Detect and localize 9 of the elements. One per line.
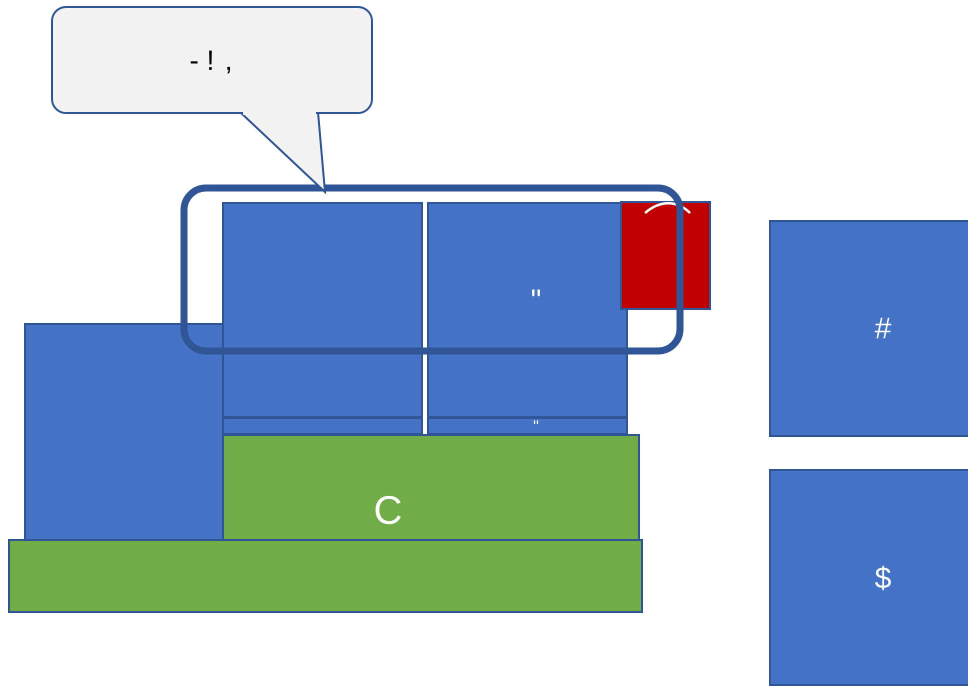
block (620, 201, 711, 310)
block: $ (769, 469, 968, 686)
speech-bubble: - ! , (51, 6, 373, 195)
strip: " (427, 417, 628, 435)
block: C (222, 434, 640, 541)
strip (222, 417, 423, 435)
bar (8, 539, 643, 613)
block: # (769, 220, 968, 437)
rounded-frame (180, 184, 684, 354)
